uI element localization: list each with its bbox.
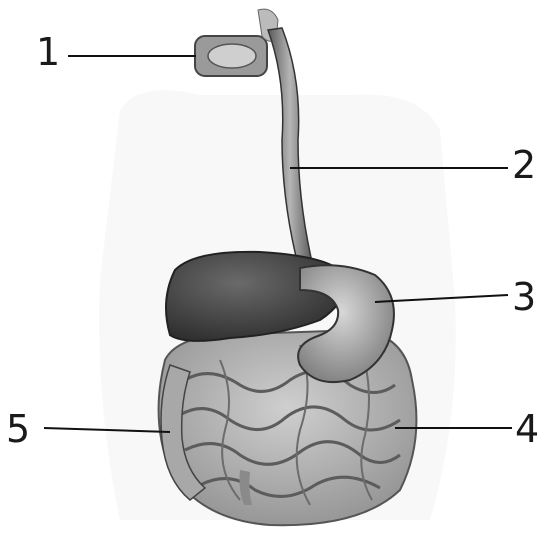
label-1: 1: [36, 33, 60, 71]
label-4: 4: [515, 410, 539, 448]
label-5: 5: [6, 410, 30, 448]
label-3: 3: [512, 278, 536, 316]
label-2: 2: [512, 146, 536, 184]
mouth-organ: [195, 9, 278, 76]
